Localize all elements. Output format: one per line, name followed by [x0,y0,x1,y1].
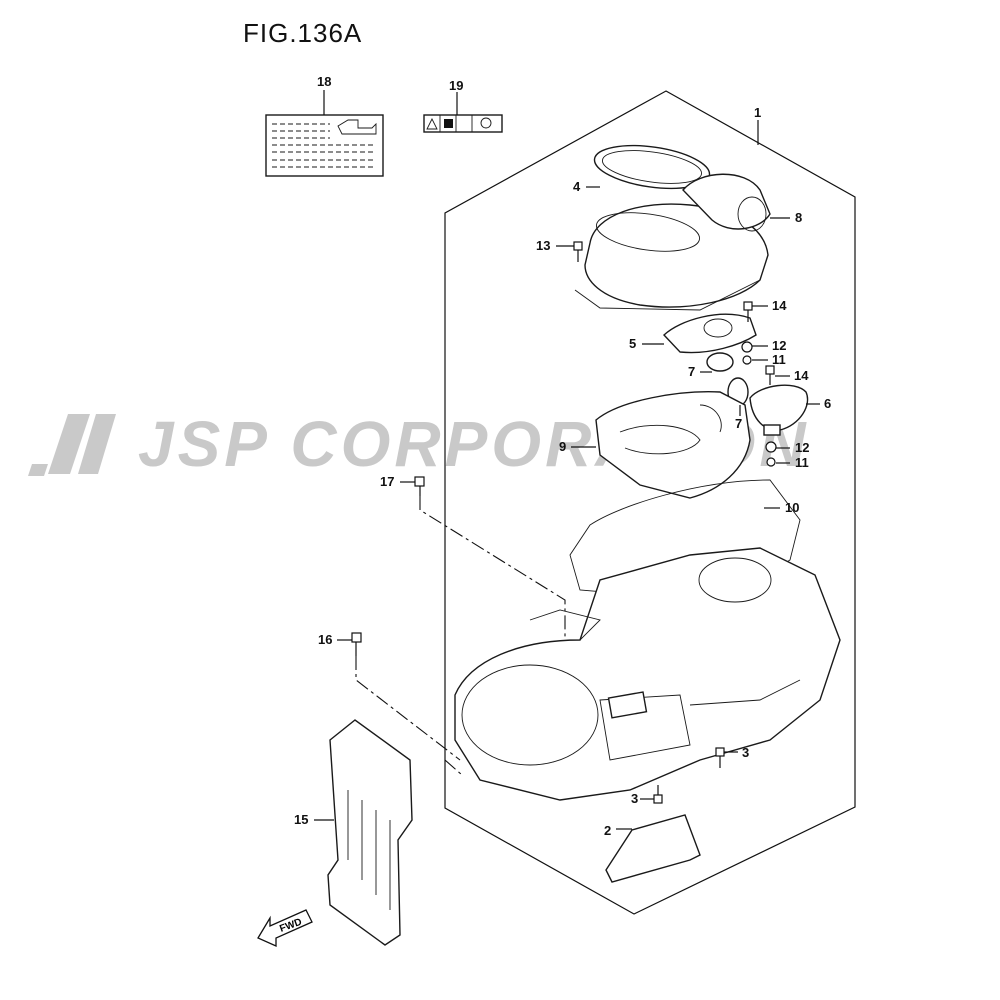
part-18-label-sticker [265,90,384,177]
assembly-line-17 [419,496,566,640]
callout-4: 4 [573,179,581,194]
callout-7-upper: 7 [688,364,695,379]
part-5-inlet-duct [663,313,757,354]
callout-9: 9 [559,439,566,454]
callout-2: 2 [604,823,611,838]
part-8-intake-cover [574,173,771,311]
leader-lines [314,120,820,830]
callout-15: 15 [294,812,308,827]
washer-11b-icon [766,457,776,467]
washer-11a-icon [742,355,752,365]
nut-12b-icon [765,441,777,453]
screw-3a-icon [715,747,725,757]
fwd-arrow-icon: FWD [257,909,313,948]
nut-12a-icon [741,341,753,353]
callout-18: 18 [317,74,331,89]
part-2-bracket [605,814,701,883]
bolt-13-icon [573,241,583,251]
callout-12-upper: 12 [772,338,786,353]
part-base-housing [454,547,841,801]
callout-13: 13 [536,238,550,253]
oil-can-icon [337,119,377,135]
jsp-logo-icon [28,414,116,476]
figure-title: FIG.136A [243,18,363,48]
fasteners [351,241,777,804]
bolt-16-icon [351,632,362,643]
warning-icon [426,117,438,130]
callout-3-lower: 3 [631,791,638,806]
bolt-14b-icon [765,365,775,375]
part-6-cap [749,384,809,431]
callout-6: 6 [824,396,831,411]
callout-19: 19 [449,78,463,93]
callout-11-lower: 11 [795,455,809,470]
part-9-housing-upper [595,391,751,499]
part-15-cover-panel [327,719,413,946]
screw-3b-icon [653,794,663,804]
callout-7-lower: 7 [735,416,742,431]
callout-1: 1 [754,105,761,120]
callout-3-upper: 3 [742,745,749,760]
assembly-line-16 [355,656,461,761]
callout-14-lower: 14 [794,368,809,383]
bolt-17-icon [414,476,425,487]
callout-5: 5 [629,336,636,351]
callout-numbers: 1 2 3 3 4 5 6 7 7 8 9 10 11 11 12 12 13 … [294,74,831,838]
part-19-warning-sticker [423,92,503,133]
callout-17: 17 [380,474,394,489]
callout-10: 10 [785,500,799,515]
callout-12-lower: 12 [795,440,809,455]
bolt-14a-icon [743,301,753,311]
callout-8: 8 [795,210,802,225]
assembly-outline [444,90,856,915]
callout-16: 16 [318,632,332,647]
callout-14-upper: 14 [772,298,787,313]
callout-11-upper: 11 [772,352,786,367]
part-7-ring-upper [706,352,734,372]
